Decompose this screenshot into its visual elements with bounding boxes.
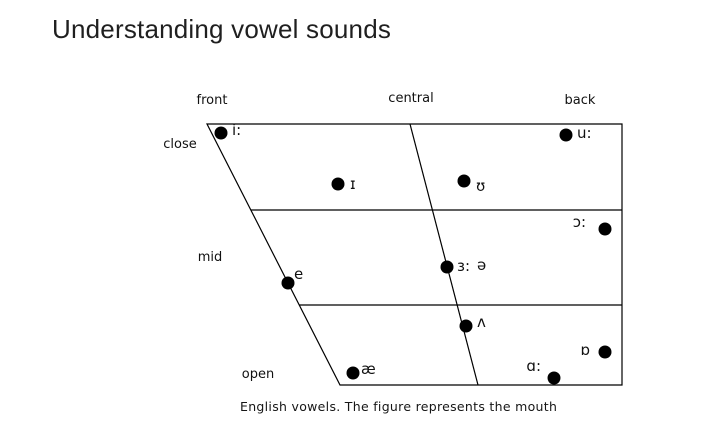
vowel-dot-turned-a [598,345,612,359]
vowel-label-i-long: i: [232,121,241,139]
vowel-dot-ash [346,366,360,380]
vowel-label-upsilon: ʊ [476,177,485,195]
vowel-label-schwa: ə [477,256,486,274]
vowel-dot-small-cap-i [331,177,345,191]
vowel-label-e: e [294,265,303,283]
axis-label-central: central [388,91,433,106]
vowel-dot-u-long [559,128,573,142]
vowel-dot-schwa-long [440,260,454,274]
axis-label-front: front [197,93,228,108]
vowel-dot-script-a-long [547,371,561,385]
vowel-label-script-a-long: ɑ: [526,357,541,375]
vowel-dot-open-o-long [598,222,612,236]
vowel-label-turned-v: ʌ [477,313,486,331]
vowel-label-open-o-long: ɔ: [573,213,586,231]
vowel-label-schwa-long: ɜ: [457,257,470,275]
vowel-dot-e [281,276,295,290]
vowel-dot-turned-v [459,319,473,333]
vowel-label-u-long: u: [577,124,592,142]
vowel-label-ash: æ [361,360,376,378]
vowel-label-small-cap-i: ɪ [350,175,356,193]
vowel-dot-upsilon [457,174,471,188]
axis-label-back: back [565,93,596,108]
figure-caption: English vowels. The figure represents th… [240,399,558,414]
page-title: Understanding vowel sounds [52,14,392,44]
vowel-label-turned-a: ɒ [580,341,590,359]
axis-label-open: open [242,367,274,382]
axis-label-close: close [163,137,196,152]
vowel-dot-i-long [214,126,228,140]
central-divider-line [409,123,479,386]
vowel-trapezoid-outline [206,123,623,386]
axis-label-mid: mid [198,250,223,265]
